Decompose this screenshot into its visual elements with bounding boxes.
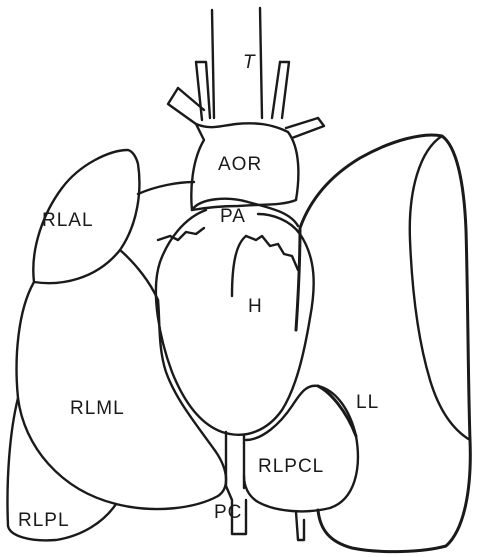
label-right-lung-postcaval-lobe: RLPCL (258, 456, 324, 477)
right-lung-connector (138, 182, 194, 194)
right-lung-postcaval-lobe (244, 386, 358, 512)
right-lung-fold (158, 228, 204, 240)
label-trachea: T (243, 52, 256, 73)
label-left-lung: LL (356, 392, 379, 413)
right-lung-upper-edge (120, 250, 158, 300)
label-right-lung-middle-lobe: RLML (70, 398, 125, 419)
postcaval-stem (296, 512, 304, 540)
label-right-lung-posterior-lobe: RLPL (18, 510, 70, 531)
aortic-branches (168, 62, 324, 138)
heart-tear-line (246, 236, 298, 270)
label-postcava: PC (214, 502, 242, 523)
right-lung-middle-lobe (17, 282, 227, 509)
label-pulmonary-artery: PA (220, 206, 246, 227)
label-aorta: AOR (218, 154, 262, 175)
label-heart: H (248, 296, 263, 317)
label-right-lung-apical-lobe: RLAL (42, 210, 94, 231)
left-lung (296, 135, 470, 552)
heart-inner-curve (232, 236, 246, 296)
